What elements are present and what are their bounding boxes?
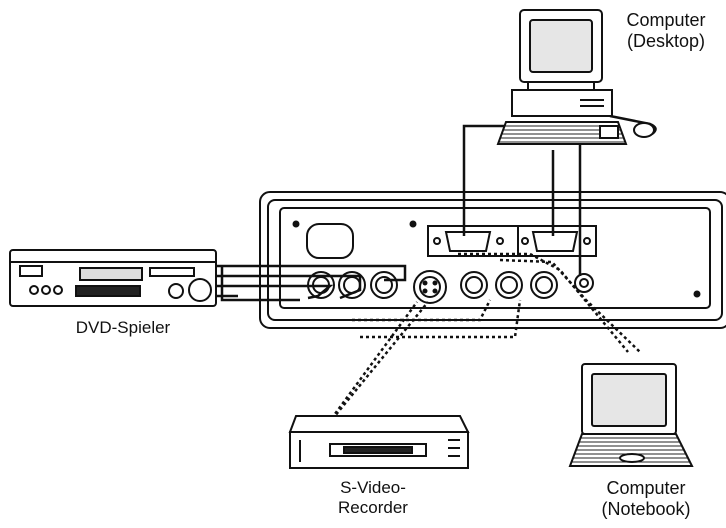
svideo-jack — [413, 270, 447, 304]
dvd-label: DVD-Spieler — [58, 318, 188, 338]
desktop-label-line2: (Desktop) — [626, 30, 706, 51]
dotted-cables — [319, 252, 641, 434]
svideo-label-line2: Recorder — [338, 497, 408, 517]
dvd-player-icon — [9, 249, 217, 307]
notebook-label-line1: Computer — [606, 478, 686, 498]
desktop-label-line1: Computer — [626, 10, 706, 30]
svideo-recorder-icon — [288, 415, 470, 469]
vga-port-2 — [517, 225, 597, 257]
notebook-label-line2: (Notebook) — [601, 498, 691, 519]
svideo-label: S-Video- Recorder — [318, 478, 428, 517]
desktop-computer-icon — [496, 9, 655, 145]
notebook-computer-icon — [568, 363, 694, 467]
notebook-label: Computer (Notebook) — [568, 478, 724, 519]
desktop-label: Computer (Desktop) — [610, 10, 722, 51]
svideo-label-line1: S-Video- — [340, 478, 406, 497]
solid-cables — [214, 114, 657, 302]
dvd-label-text: DVD-Spieler — [75, 318, 171, 337]
projector-panel — [259, 191, 726, 329]
